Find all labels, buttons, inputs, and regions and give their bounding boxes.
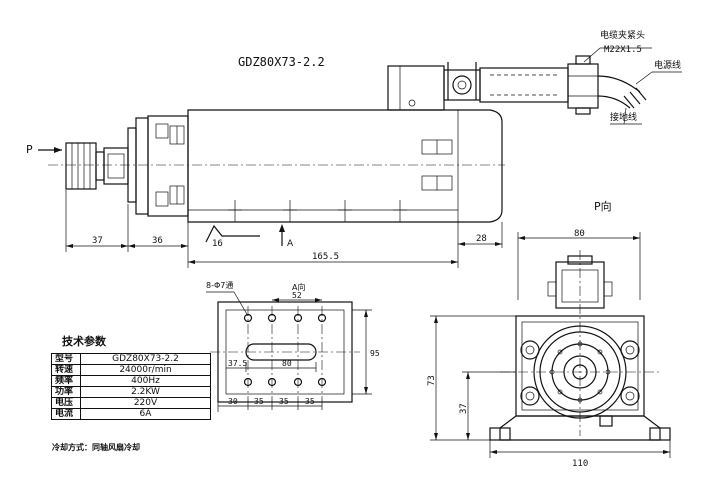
dim-110: 110 — [572, 459, 588, 469]
power-cable-label: 电源线 — [654, 59, 681, 71]
spec-value: 400Hz — [80, 375, 211, 387]
spec-title: 技术参数 — [62, 334, 107, 348]
cooling-note: 冷却方式：同轴风扇冷却 — [52, 442, 140, 452]
spec-value: GDZ80X73-2.2 — [80, 353, 211, 365]
model-title: GDZ80X73-2.2 — [238, 55, 325, 69]
spec-value: 220V — [80, 397, 211, 409]
p-view — [430, 232, 671, 458]
spec-key: 型号 — [51, 353, 81, 365]
section-a-title: A向 — [292, 282, 305, 292]
spec-key: 转速 — [51, 364, 81, 376]
side-dimensions — [65, 190, 503, 268]
spec-key: 频率 — [51, 375, 81, 387]
dim-35c: 35 — [305, 397, 315, 406]
spec-key: 电压 — [51, 397, 81, 409]
spindle-side-view: P — [26, 47, 682, 223]
spec-key: 电流 — [51, 408, 81, 420]
dim-35b: 35 — [279, 397, 289, 406]
dim-37-5: 37.5 — [228, 359, 247, 368]
view-p-label: P — [26, 143, 33, 156]
dim-80-plate: 80 — [282, 359, 292, 368]
dim-30: 30 — [228, 397, 238, 406]
spec-value: 6A — [80, 408, 211, 420]
dim-73: 73 — [427, 375, 437, 386]
view-p-title: P向 — [594, 199, 612, 213]
ground-wire-label: 接地线 — [610, 111, 637, 123]
dim-35a: 35 — [254, 397, 264, 406]
spec-key: 功率 — [51, 386, 81, 398]
cable-connector-label: 电缆夹紧头 — [600, 29, 645, 41]
dim-52: 52 — [292, 291, 302, 300]
spec-value: 24000r/min — [80, 364, 211, 376]
mounting-plate-view — [206, 291, 372, 412]
dim-37: 37 — [92, 236, 103, 246]
spec-value: 2.2KW — [80, 386, 211, 398]
dim-80-top: 80 — [574, 229, 585, 239]
dim-28: 28 — [476, 234, 487, 244]
dim-36: 36 — [152, 236, 163, 246]
dim-165-5: 165.5 — [312, 252, 339, 262]
surface-mark: 16 — [212, 239, 223, 249]
dim-95: 95 — [370, 349, 380, 358]
holes-note: 8-Φ7通 — [206, 280, 233, 290]
thread-spec-label: M22X1.5 — [604, 45, 642, 55]
section-a-marker: A — [287, 239, 294, 249]
dim-37-vertical: 37 — [459, 403, 469, 414]
